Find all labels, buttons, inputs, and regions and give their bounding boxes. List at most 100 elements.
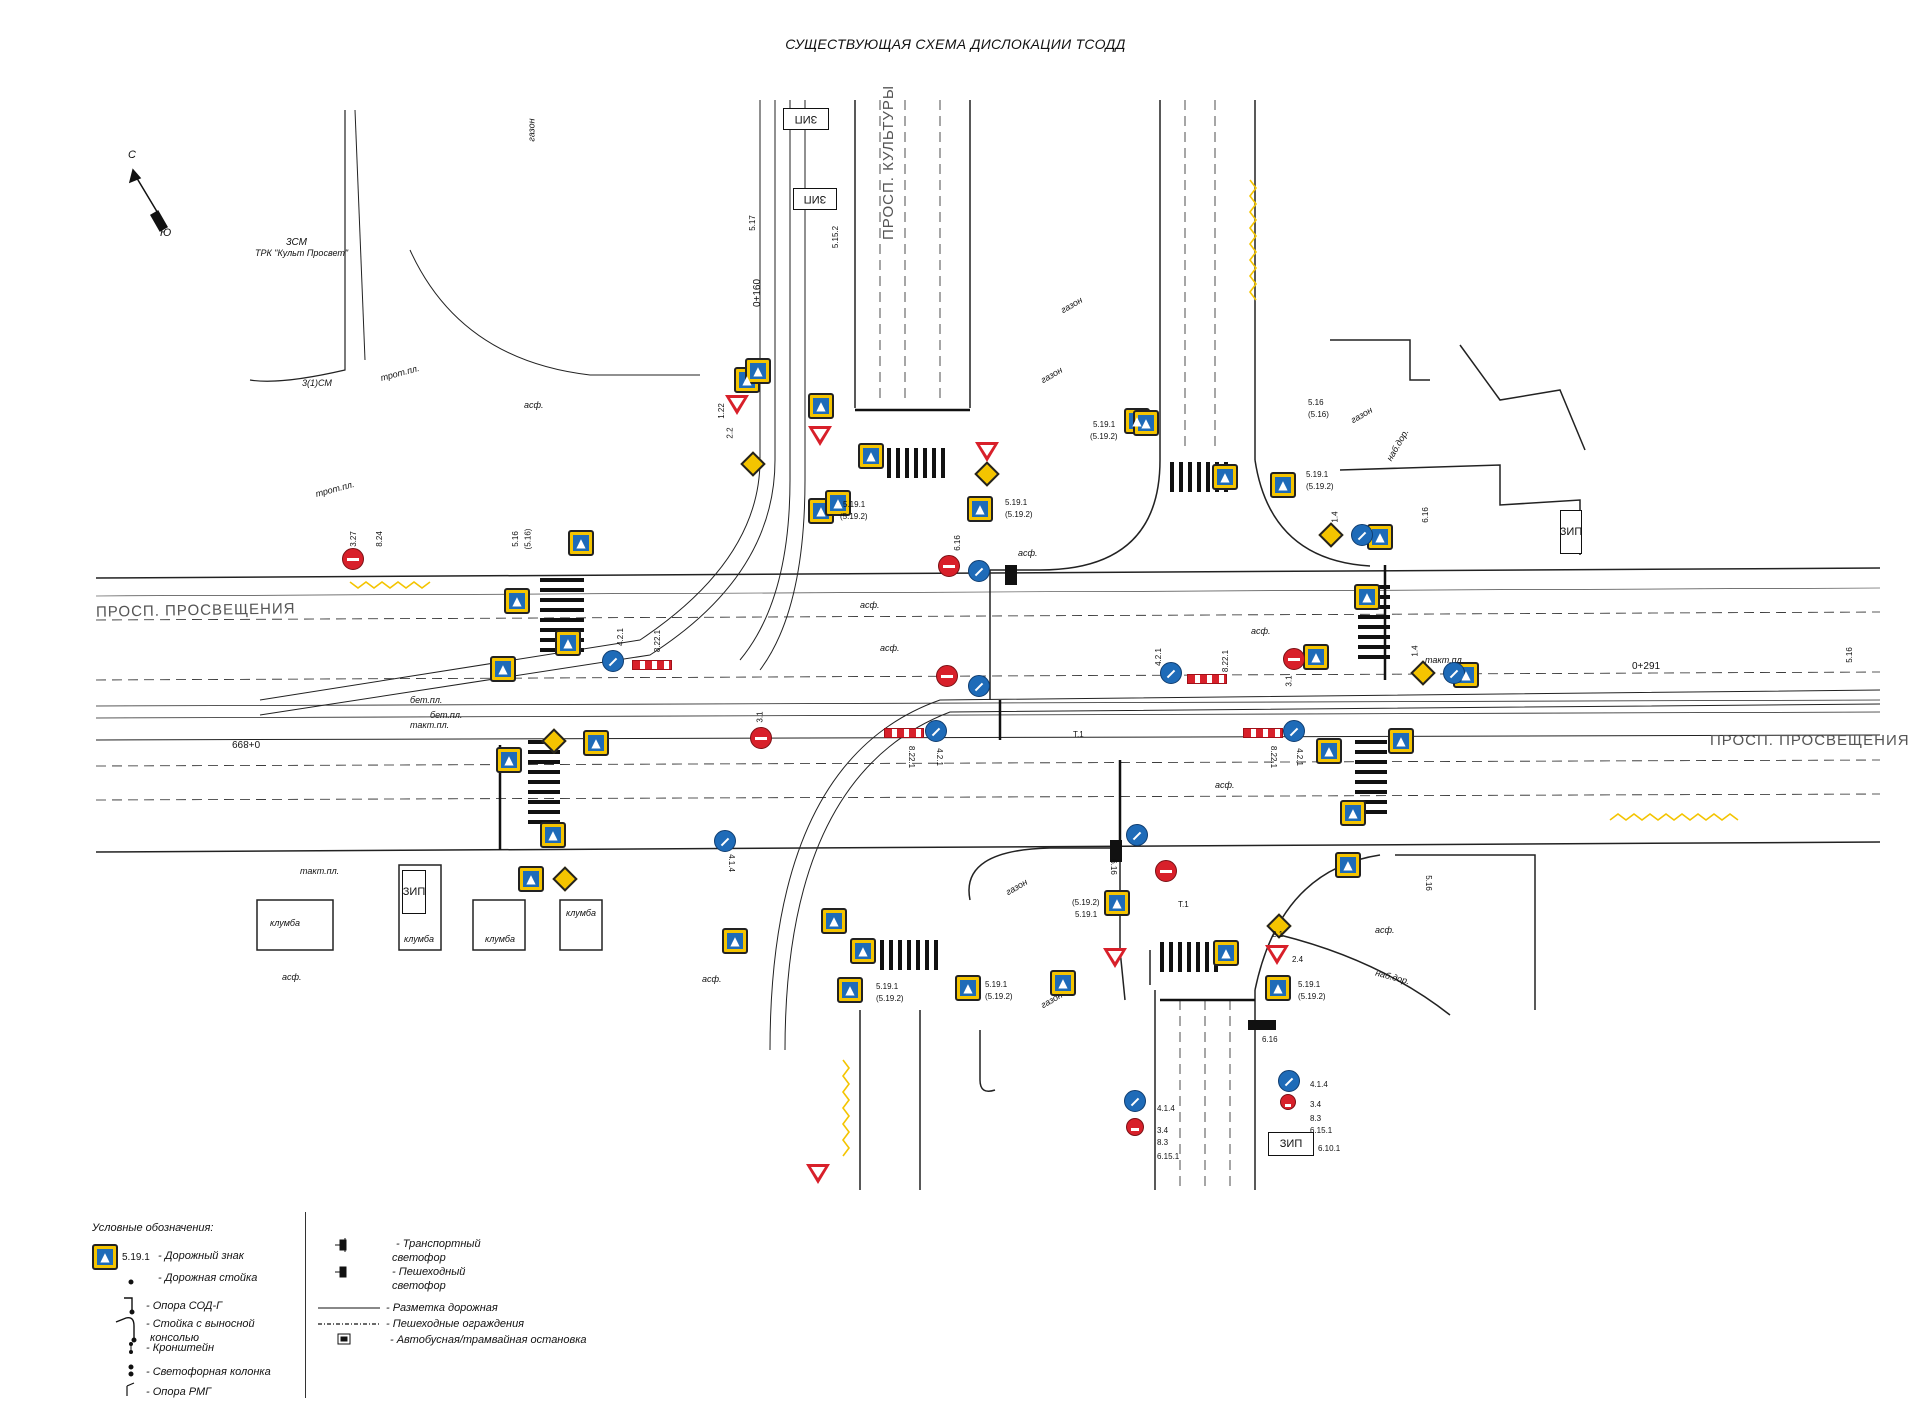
legend-signal-column: - Светофорная колонка <box>146 1366 271 1378</box>
yield-sign <box>1103 948 1127 968</box>
pedestrian-icon: ▲ <box>1343 858 1353 872</box>
pedestrian-icon: ▲ <box>730 934 740 948</box>
sign-code-5-19-1: 5.19.1 <box>876 982 899 991</box>
pedestrian-icon: ▲ <box>1311 650 1321 664</box>
sign-4-1-4-round <box>1124 1090 1146 1112</box>
kerb-hatch-8-22-1 <box>632 660 672 670</box>
pedestrian-icon: ▲ <box>833 496 843 510</box>
pedestrian-icon: ▲ <box>829 914 839 928</box>
sign-4-2-1-round <box>1160 662 1182 684</box>
sign-code-5-19-1: 5.19.1 <box>985 980 1008 989</box>
crosswalk-sign: ▲ <box>837 977 863 1003</box>
surface-label: асф. <box>860 600 880 610</box>
sign-code-t1: T.1 <box>1178 900 1189 909</box>
sign-code-5-16: 5.16 <box>1308 398 1324 407</box>
surface-takt-pl: такт.пл. <box>410 720 450 730</box>
sign-code-5-19-1: 5.19.1 <box>1298 980 1321 989</box>
surface-label: асф. <box>1251 626 1271 636</box>
sign-3-4-round <box>1280 1094 1296 1110</box>
crosswalk-sign: ▲ <box>1270 472 1296 498</box>
legend-bus-stop: - Автобусная/трамвайная остановка <box>390 1334 587 1346</box>
pedestrian-icon: ▲ <box>1362 590 1372 604</box>
sign-code-5-19-2: (5.19.2) <box>1298 992 1326 1001</box>
sign-code-6-15-1: 6.15.1 <box>1310 1126 1333 1135</box>
pedestrian-icon: ▲ <box>1132 414 1142 428</box>
pedestrian-icon: ▲ <box>1324 744 1334 758</box>
sign-3-1-round <box>1283 648 1305 670</box>
surface-takt-pl: такт.пл. <box>1425 655 1465 665</box>
legend-traffic-light-2: светофор <box>392 1252 446 1264</box>
yield-sign <box>975 442 999 462</box>
legend-ped-light-2: светофор <box>392 1280 446 1292</box>
crosswalk-sign: ▲ <box>1340 800 1366 826</box>
legend-ped-fence: - Пешеходные ограждения <box>386 1318 525 1330</box>
surface-label: асф. <box>524 400 544 410</box>
pedestrian-icon: ▲ <box>512 594 522 608</box>
legend-heading: Условные обозначения: <box>92 1222 214 1234</box>
sign-code-4-1-4: 4.1.4 <box>1157 1104 1175 1113</box>
yield-sign <box>725 395 749 415</box>
sign-code-5-19-2: (5.19.2) <box>985 992 1013 1001</box>
crosswalk-sign: ▲ <box>568 530 594 556</box>
sign-code-4-1-4: 4.1.4 <box>1310 1080 1328 1089</box>
pedestrian-icon: ▲ <box>526 872 536 886</box>
pedestrian-icon: ▲ <box>1220 470 1230 484</box>
sign-3-1-round <box>938 555 960 577</box>
pedestrian-icon: ▲ <box>1396 734 1406 748</box>
legend-marking: - Разметка дорожная <box>386 1302 498 1314</box>
yield-sign <box>1265 945 1289 965</box>
surface-label: асф. <box>880 643 900 653</box>
crosswalk-sign: ▲ <box>955 975 981 1001</box>
surface-takt-pl: такт.пл. <box>300 866 340 876</box>
pedestrian-icon: ▲ <box>845 983 855 997</box>
pedestrian-icon: ▲ <box>1278 478 1288 492</box>
sign-4-1-4-round <box>714 830 736 852</box>
legend-bracket: - Кронштейн <box>146 1342 215 1354</box>
legend-rmg: - Опора РМГ <box>146 1386 212 1398</box>
zip-box-west: ЗИП <box>402 870 426 914</box>
crosswalk-sign: ▲ <box>1133 410 1159 436</box>
sign-code-5-19-1: 5.19.1 <box>1075 910 1098 919</box>
crosswalk-sign: ▲ <box>1265 975 1291 1001</box>
yield-sign <box>808 426 832 446</box>
crosswalk-sign: ▲ <box>1335 852 1361 878</box>
trk-sub-label: 3(1)СМ <box>302 378 332 388</box>
pedestrian-icon: ▲ <box>1348 806 1358 820</box>
crosswalk-sign: ▲ <box>1303 644 1329 670</box>
sign-4-2-1-round <box>1283 720 1305 742</box>
sign-code-5-19-2: (5.19.2) <box>1306 482 1334 491</box>
legend-traffic-light-1: - Транспортный <box>396 1238 481 1250</box>
sign-code-8-3: 8.3 <box>1157 1138 1169 1147</box>
pedestrian-icon: ▲ <box>563 636 573 650</box>
sign-code-2-4: 2.4 <box>1292 955 1304 964</box>
crosswalk-sign: ▲ <box>808 393 834 419</box>
sign-4-2-1-round <box>968 560 990 582</box>
sign-code-5-19-2: (5.19.2) <box>1005 510 1033 519</box>
sign-4-1-4-round <box>1278 1070 1300 1092</box>
sign-code-5-19-1: 5.19.1 <box>1005 498 1028 507</box>
sign-code-6-15-1: 6.15.1 <box>1157 1152 1180 1161</box>
legend-sign-sample: ▲ <box>92 1244 118 1270</box>
pedestrian-icon: ▲ <box>1273 981 1283 995</box>
trk-code-label: 3СМ <box>286 237 308 248</box>
crosswalk-sign: ▲ <box>504 588 530 614</box>
pedestrian-icon: ▲ <box>1058 976 1068 990</box>
sign-code-8-3: 8.3 <box>1310 1114 1322 1123</box>
trk-name-label: ТРК "Культ Просвет" <box>255 248 349 258</box>
surface-label: асф. <box>282 972 302 982</box>
sign-code-5-16-b: (5.16) <box>1308 410 1329 419</box>
pedestrian-icon: ▲ <box>816 399 826 413</box>
crosswalk-sign: ▲ <box>850 938 876 964</box>
sign-code-5-19-2: (5.19.2) <box>876 994 904 1003</box>
legend-console-post-1: - Стойка с выносной <box>146 1318 255 1330</box>
kerb-hatch-8-22-1 <box>1187 674 1227 684</box>
pedestrian-icon: ▲ <box>753 364 763 378</box>
sign-4-1-4-round <box>1443 662 1465 684</box>
yield-sign <box>806 1164 830 1184</box>
crosswalk-sign: ▲ <box>858 443 884 469</box>
pedestrian-icon: ▲ <box>591 736 601 750</box>
crosswalk-sign: ▲ <box>821 908 847 934</box>
crosswalk-sign: ▲ <box>808 498 834 524</box>
pedestrian-icon: ▲ <box>1112 896 1122 910</box>
